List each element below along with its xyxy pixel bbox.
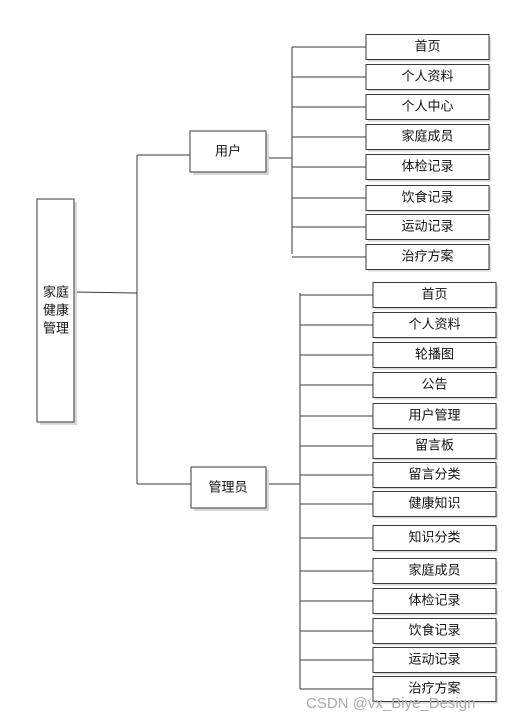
admin-item-box [372,676,497,702]
admin-item-box [372,312,497,338]
user-item-label: 运动记录 [401,220,453,235]
admin-item: 知识分类 [372,525,498,553]
admin-item-label: 留言板 [415,439,454,454]
user-item-label: 家庭成员 [401,129,453,145]
root-label-line-2: 健康 [43,303,69,319]
admin-item-label: 健康知识 [408,496,460,512]
admin-item-label: 饮食记录 [408,623,460,639]
user-item: 治疗方案 [365,244,491,272]
admin-item-label: 公告 [421,378,447,393]
admin-item-box [372,403,497,429]
admin-item-box [372,282,497,308]
admin-item: 轮播图 [372,342,498,370]
user-item: 运动记录 [365,214,491,242]
admin-item-label: 治疗方案 [408,681,460,697]
user-item: 个人中心 [365,94,491,122]
user-item: 体检记录 [365,154,491,182]
user-item-box [365,124,490,150]
user-item-box [365,34,490,60]
user-item-label: 体检记录 [401,160,453,175]
user-item-label: 治疗方案 [401,249,453,265]
admin-item-box [372,372,497,398]
admin-item-label: 轮播图 [415,348,454,363]
admin-item-label: 首页 [421,288,447,303]
admin-item: 治疗方案 [372,676,498,704]
admin-item-label: 个人资料 [408,318,460,333]
admin-item-box [372,588,497,614]
admin-item: 首页 [372,282,498,310]
connector-lines [73,46,373,690]
admin-item: 用户管理 [372,403,498,431]
admin-item-label: 留言分类 [408,468,460,483]
admin-node: 管理员 [190,466,269,511]
user-item-box [365,244,490,270]
admin-item-box [372,647,497,673]
user-item-box [365,94,490,120]
admin-item-box [372,462,497,488]
root-node: 家庭 健康 管理 [36,198,77,425]
user-item-box [365,185,490,211]
admin-item-box [372,433,497,459]
admin-item: 运动记录 [372,647,498,675]
admin-item-label: 知识分类 [408,530,460,546]
admin-item-label: 运动记录 [408,653,460,668]
user-item: 家庭成员 [365,124,491,152]
user-item-box [365,214,490,240]
admin-item: 家庭成员 [372,558,498,586]
root-connector [73,291,138,294]
user-item-label: 饮食记录 [401,190,453,206]
admin-item: 留言分类 [372,462,498,490]
admin-item: 公告 [372,372,498,400]
user-node: 用户 [189,130,269,175]
admin-item-label: 体检记录 [408,594,460,609]
user-item-box [365,64,490,90]
admin-item: 体检记录 [372,588,498,616]
user-item-label: 首页 [414,40,440,55]
user-item-label: 个人资料 [401,70,453,85]
admin-item: 个人资料 [372,312,498,340]
admin-item-box [372,525,497,551]
admin-item: 饮食记录 [372,618,498,646]
admin-item-box [372,491,497,517]
user-item: 个人资料 [365,64,491,92]
watermark: CSDN @vx_Biye_Design [306,695,475,712]
admin-item-box [372,618,497,644]
admin-item: 留言板 [372,433,498,461]
admin-label: 管理员 [208,481,247,496]
user-item-label: 个人中心 [401,100,453,115]
user-item-box [365,154,490,180]
admin-item-box [372,342,497,368]
admin-item-label: 家庭成员 [408,563,460,579]
admin-item-box [372,558,497,584]
root-label-line-1: 家庭 [43,285,69,301]
admin-item: 健康知识 [372,491,498,519]
user-item: 首页 [365,34,491,62]
user-label: 用户 [215,144,241,160]
user-item: 饮食记录 [365,185,491,213]
root-label-line-3: 管理 [43,322,69,337]
admin-function-list: 首页个人资料轮播图公告用户管理留言板留言分类健康知识知识分类家庭成员体检记录饮食… [372,282,498,704]
admin-item-label: 用户管理 [408,408,460,424]
